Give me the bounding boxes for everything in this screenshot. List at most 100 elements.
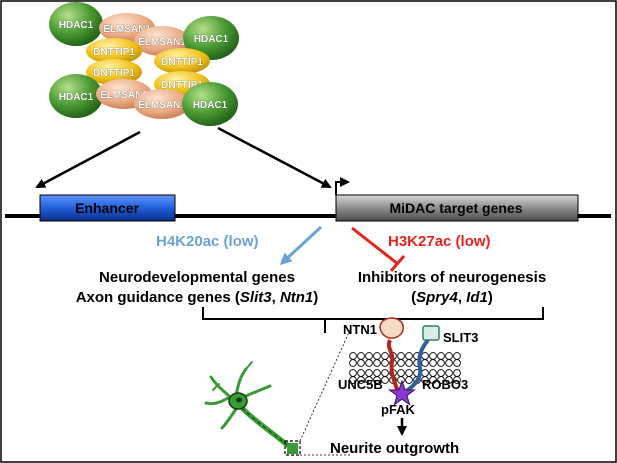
dnttip1-subunit	[86, 38, 142, 64]
zoom-box	[284, 440, 301, 456]
enhancer-label: Enhancer	[75, 200, 139, 216]
lipid-head	[349, 359, 357, 367]
lipid-head	[381, 359, 389, 367]
lipid-head	[397, 369, 405, 377]
lipid-head	[373, 369, 381, 377]
lipid-head	[373, 376, 381, 384]
inhibitor-genes-text: (Spry4, Id1)	[411, 289, 493, 306]
lipid-head	[453, 359, 461, 367]
ntn1-ligand	[379, 317, 404, 339]
hdac1-label: HDAC1	[193, 100, 228, 111]
hdac1-subunit	[183, 16, 239, 60]
lipid-head	[349, 352, 357, 360]
lipid-head	[349, 369, 357, 377]
lipid-head	[365, 359, 373, 367]
membrane	[349, 352, 461, 384]
neurodevelopmental-genes-text: Neurodevelopmental genes	[99, 269, 295, 286]
elmsan1-label: ELMSAN1	[138, 100, 186, 111]
lipid-head	[445, 369, 453, 377]
lipid-head	[381, 369, 389, 377]
lipid-head	[357, 359, 365, 367]
lipid-head	[357, 369, 365, 377]
lipid-head	[397, 359, 405, 367]
neuron-illustration	[204, 361, 298, 454]
lipid-head	[421, 369, 429, 377]
slit3-label: SLIT3	[443, 330, 478, 345]
lipid-head	[381, 376, 389, 384]
lipid-head	[453, 369, 461, 377]
hdac1-label: HDAC1	[194, 34, 229, 45]
complex-to-enhancer-arrow	[35, 130, 141, 189]
outcome-bracket	[202, 307, 544, 333]
lipid-head	[453, 376, 461, 384]
lipid-head	[437, 376, 445, 384]
unc5b-receptor	[386, 339, 400, 393]
lipid-head	[405, 352, 413, 360]
ntn1-label: NTN1	[343, 322, 377, 337]
lipid-head	[397, 352, 405, 360]
elmsan1-label: ELMSAN1	[103, 24, 151, 35]
lipid-head	[373, 352, 381, 360]
lipid-head	[373, 359, 381, 367]
lipid-head	[421, 376, 429, 384]
target-genes-box	[335, 194, 579, 222]
h4k20ac-label: H4K20ac (low)	[156, 233, 259, 250]
slit3-ligand	[422, 325, 440, 341]
axon-guidance-genes-text: Axon guidance genes (Slit3, Ntn1)	[76, 289, 319, 306]
dnttip1-subunit	[154, 48, 210, 74]
repression-bar	[389, 255, 406, 272]
lipid-head	[429, 352, 437, 360]
lipid-head	[421, 359, 429, 367]
lipid-head	[357, 352, 365, 360]
midac-complex: HDAC1 ELMSAN1 ELMSAN1 HDAC1 DNTTIP1 DNTT…	[49, 2, 239, 126]
pfak-label: pFAK	[381, 402, 416, 417]
unc5b-label: UNC5B	[338, 377, 383, 392]
robo3-label: ROBO3	[422, 377, 468, 392]
lipid-head	[365, 376, 373, 384]
elmsan1-subunit	[134, 89, 190, 119]
dnttip1-label: DNTTIP1	[93, 68, 135, 79]
lipid-head	[437, 369, 445, 377]
hdac1-subunit	[49, 74, 103, 118]
enhancer-box	[39, 194, 176, 222]
lipid-head	[381, 352, 389, 360]
dnttip1-label: DNTTIP1	[161, 80, 203, 91]
lipid-head	[445, 352, 453, 360]
lipid-head	[437, 352, 445, 360]
lipid-head	[405, 369, 413, 377]
lipid-head	[405, 376, 413, 384]
lipid-head	[421, 352, 429, 360]
hdac1-label: HDAC1	[59, 20, 94, 31]
robo3-receptor	[403, 338, 430, 394]
neurite-outgrowth-label: Neurite outgrowth	[330, 440, 459, 457]
hdac1-subunit	[182, 82, 238, 126]
lipid-head	[437, 359, 445, 367]
lipid-head	[365, 369, 373, 377]
lipid-head	[365, 352, 373, 360]
lipid-head	[445, 376, 453, 384]
lipid-head	[453, 352, 461, 360]
h3k27ac-label: H3K27ac (low)	[388, 233, 491, 250]
target-genes-label: MiDAC target genes	[389, 200, 522, 216]
dnttip1-label: DNTTIP1	[161, 57, 203, 68]
hdac1-subunit	[49, 2, 103, 46]
lipid-head	[405, 359, 413, 367]
tss-arrow	[335, 177, 350, 195]
lipid-head	[429, 376, 437, 384]
lipid-head	[357, 376, 365, 384]
lipid-head	[429, 359, 437, 367]
hdac1-label: HDAC1	[59, 92, 94, 103]
lipid-head	[429, 369, 437, 377]
repression-line	[351, 226, 399, 266]
inhibitors-text: Inhibitors of neurogenesis	[358, 269, 546, 286]
dnttip1-label: DNTTIP1	[93, 47, 135, 58]
elmsan1-label: ELMSAN1	[138, 37, 186, 48]
complex-to-target-arrow	[217, 126, 332, 189]
activation-arrow	[279, 225, 323, 266]
dnttip1-subunit	[86, 59, 142, 85]
elmsan1-label: ELMSAN1	[100, 90, 148, 101]
zoom-line-top	[299, 329, 351, 442]
pfak-star	[388, 379, 416, 406]
